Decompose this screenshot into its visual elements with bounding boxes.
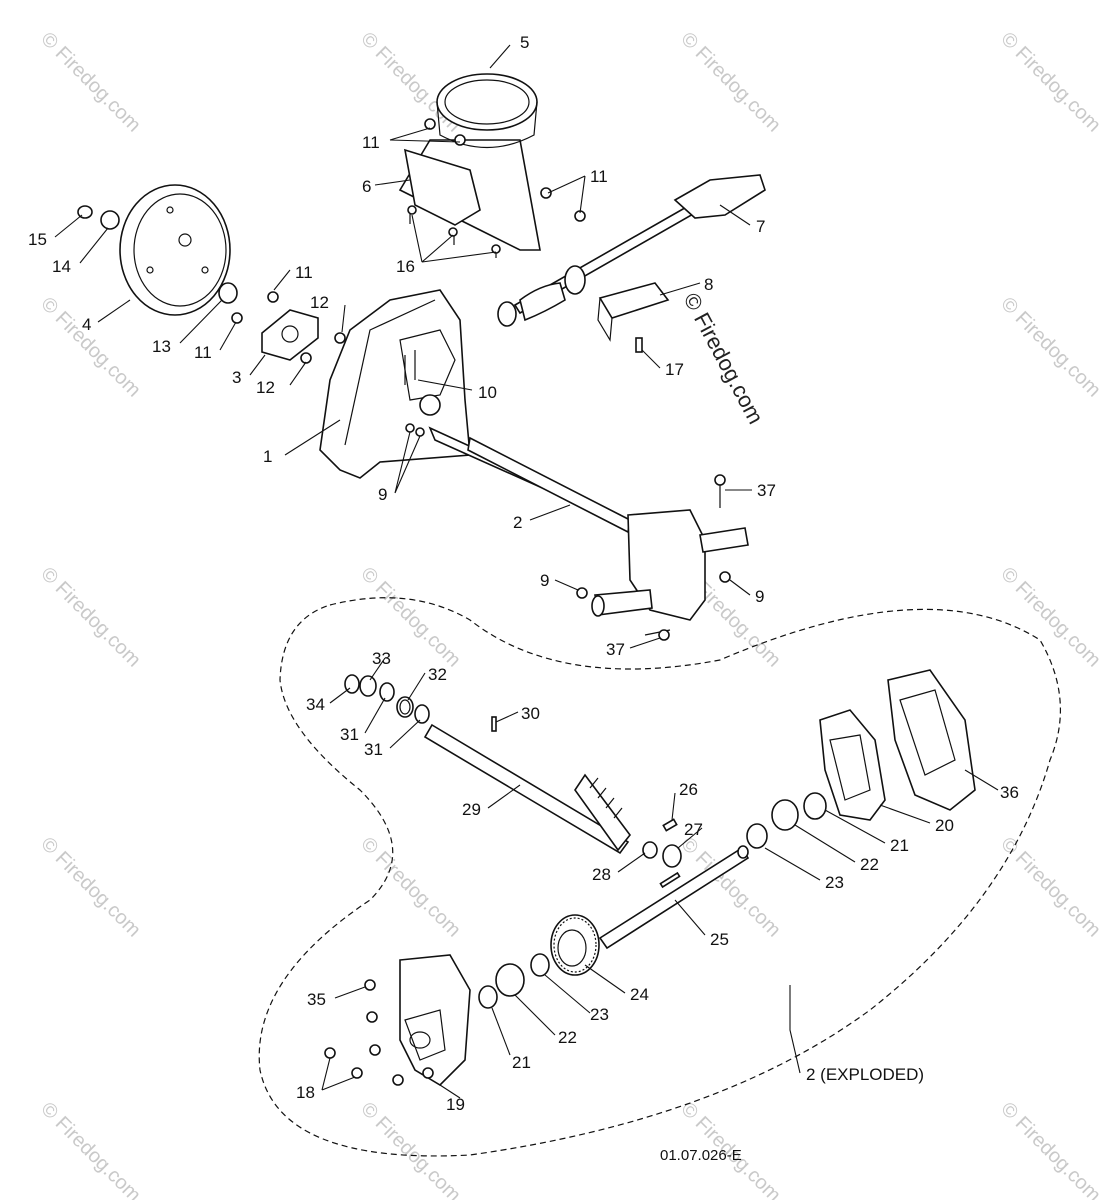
callout-7: 7 — [756, 217, 765, 236]
callout-18: 18 — [296, 1083, 315, 1102]
watermark-text: © Firedog.com — [36, 28, 145, 137]
callout-21: 21 — [890, 836, 909, 855]
watermark-text: © Firedog.com — [36, 1098, 145, 1200]
part-pulley — [119, 184, 231, 316]
part-seals-31-34 — [344, 674, 430, 724]
callout-9: 9 — [540, 571, 549, 590]
part-crank-rod — [497, 174, 766, 327]
watermark-text: © Firedog.com — [996, 1098, 1105, 1200]
callout-11: 11 — [295, 263, 313, 282]
callout-33: 33 — [372, 649, 391, 668]
part-washers-left — [478, 953, 550, 1009]
callout-36: 36 — [1000, 783, 1019, 802]
callout-3: 3 — [232, 368, 241, 387]
callout-14: 14 — [52, 257, 71, 276]
callout-12: 12 — [310, 293, 329, 312]
callout-4: 4 — [82, 315, 91, 334]
part-washers-right — [746, 792, 827, 849]
callout-28: 28 — [592, 865, 611, 884]
part-bearing-flange — [261, 309, 346, 364]
callout-24: 24 — [630, 985, 649, 1004]
callout-19: 19 — [446, 1095, 465, 1114]
callout-29: 29 — [462, 800, 481, 819]
callout-34: 34 — [306, 695, 325, 714]
callout-2: 2 — [513, 513, 522, 532]
callout-23: 23 — [825, 873, 844, 892]
part-worm-shaft — [423, 716, 632, 855]
part-bracket-8 — [597, 282, 670, 353]
callout-25: 25 — [710, 930, 729, 949]
watermark-text: © Firedog.com — [356, 833, 465, 942]
callout-10: 10 — [478, 383, 497, 402]
callout-12: 12 — [256, 378, 275, 397]
callout-26: 26 — [679, 780, 698, 799]
part-chute-assembly — [398, 73, 586, 258]
callout-9: 9 — [378, 485, 387, 504]
watermark-text: © Firedog.com — [36, 293, 145, 402]
callout-5: 5 — [520, 33, 529, 52]
callout-23: 23 — [590, 1005, 609, 1024]
part-gearbox — [428, 426, 749, 641]
callout-21: 21 — [512, 1053, 531, 1072]
callout-17: 17 — [665, 360, 684, 379]
callout-31: 31 — [340, 725, 359, 744]
callout-6: 6 — [362, 177, 371, 196]
callout-32: 32 — [428, 665, 447, 684]
callout-22: 22 — [860, 855, 879, 874]
callout-15: 15 — [28, 230, 47, 249]
watermark-text: © Firedog.com — [36, 563, 145, 672]
watermark-text: © Firedog.com — [996, 28, 1105, 137]
part-auger-housing — [319, 289, 471, 479]
leader-lines — [54, 44, 999, 1099]
exploded-boundary — [258, 597, 1062, 1157]
watermark-large: © Firedog.com — [679, 289, 769, 428]
callout-labels: 5 11 6 11 7 16 8 17 15 14 4 11 13 11 1 2 … — [28, 33, 1019, 1164]
watermark-text: © Firedog.com — [676, 28, 785, 137]
callout-20: 20 — [935, 816, 954, 835]
callout-8: 8 — [704, 275, 713, 294]
callout-13: 13 — [152, 337, 171, 356]
watermark-text: © Firedog.com — [36, 833, 145, 942]
callout-16: 16 — [396, 257, 415, 276]
part-gear — [550, 914, 600, 976]
callout-9: 9 — [755, 587, 764, 606]
callout-27: 27 — [684, 820, 703, 839]
callout-37: 37 — [757, 481, 776, 500]
callout-22: 22 — [558, 1028, 577, 1047]
callout-11: 11 — [194, 343, 212, 362]
part-housing-19 — [324, 954, 471, 1087]
part-26-27-28 — [642, 818, 682, 868]
callout-11: 11 — [590, 167, 608, 186]
exploded-label: 2 (EXPLODED) — [806, 1065, 924, 1084]
watermark-text: © Firedog.com — [996, 563, 1105, 672]
callout-11: 11 — [362, 133, 380, 152]
callout-37: 37 — [606, 640, 625, 659]
watermark-text: © Firedog.com — [996, 293, 1105, 402]
callout-30: 30 — [521, 704, 540, 723]
drawing-code: 01.07.026-E — [660, 1147, 742, 1164]
part-output-shaft — [598, 845, 750, 950]
callout-1: 1 — [263, 447, 272, 466]
callout-35: 35 — [307, 990, 326, 1009]
callout-31: 31 — [364, 740, 383, 759]
part-covers-20-36 — [819, 669, 976, 821]
